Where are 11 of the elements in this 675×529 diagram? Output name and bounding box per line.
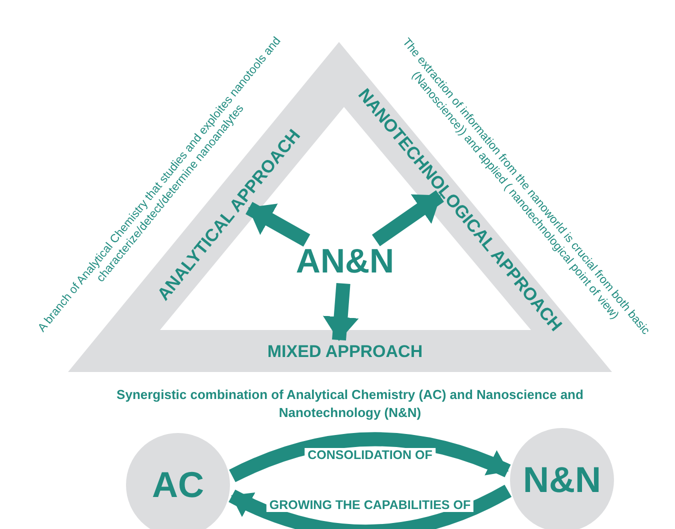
- circle-label: AC: [152, 464, 204, 506]
- block-arrow: [322, 282, 359, 341]
- block-arrow: [246, 202, 310, 247]
- curved-arrow: [229, 432, 511, 482]
- base-label: MIXED APPROACH: [267, 342, 423, 362]
- edge-label: CONSOLIDATION OF: [304, 448, 436, 462]
- description-text: Synergistic combination of Analytical Chemistry (AC) and Nanoscience and Nanotechnology (N&N): [116, 386, 584, 422]
- block-arrow: [372, 190, 444, 246]
- curved-arrow: [228, 484, 512, 529]
- circle-label: N&N: [523, 459, 601, 501]
- edge-label: GROWING THE CAPABILITIES OF: [266, 498, 474, 512]
